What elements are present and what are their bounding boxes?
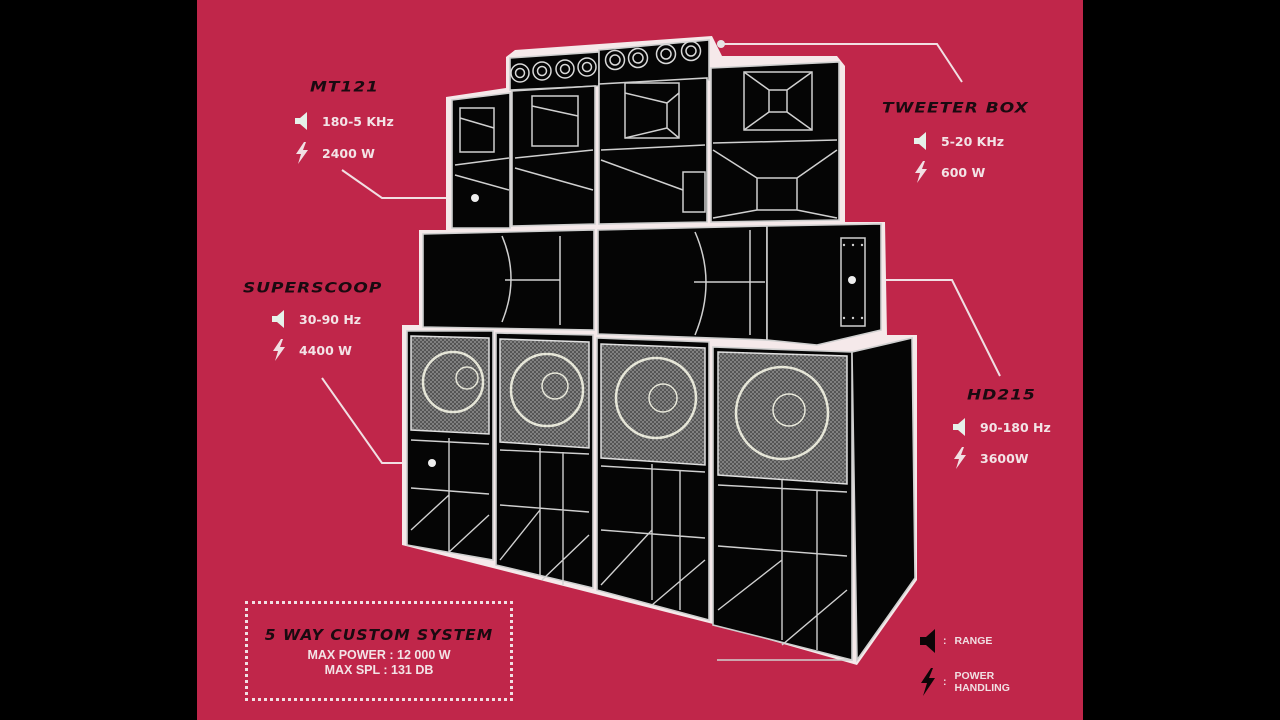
speaker-icon [920, 629, 935, 653]
legend-range-label: RANGE [954, 635, 993, 647]
lightning-icon [296, 142, 308, 164]
mt121-range-value: 180-5 KHz [322, 113, 394, 129]
lightning-icon [921, 668, 935, 696]
superscoop-title: SUPERSCOOP [243, 279, 383, 297]
mt121-power-value: 2400 W [322, 145, 375, 161]
tweeter-box-range-value: 5-20 KHz [941, 133, 1005, 149]
legend-range: : RANGE [919, 628, 992, 654]
legend-separator: : [943, 676, 947, 688]
max-power: MAX POWER : 12 000 W [307, 648, 451, 662]
mt121-title: MT121 [310, 78, 379, 96]
hd215-range: 90-180 Hz [952, 417, 1051, 437]
speaker-stack-illustration [321, 36, 1001, 665]
lightning-icon [954, 447, 966, 469]
system-title: 5 WAY CUSTOM SYSTEM [264, 626, 494, 644]
max-spl: MAX SPL : 131 DB [324, 663, 434, 677]
speaker-icon [272, 310, 284, 328]
tweeter-box-title: TWEETER BOX [882, 99, 1029, 117]
mt121-power: 2400 W [294, 142, 375, 164]
legend-power-label: POWER HANDLING [955, 670, 1010, 694]
hd215-power-value: 3600W [980, 450, 1029, 466]
sound-system-poster: MT121 180-5 KHz 2400 W TWEETER BOX 5-20 … [197, 0, 1083, 720]
legend-power-line2: HANDLING [954, 682, 1010, 694]
system-summary-box: 5 WAY CUSTOM SYSTEM MAX POWER : 12 000 W… [245, 601, 513, 701]
legend-power-line1: POWER [954, 670, 995, 682]
hd215-title: HD215 [967, 386, 1036, 404]
tweeter-box-range: 5-20 KHz [913, 131, 1004, 151]
tweeter-box-power: 600 W [913, 161, 985, 183]
mt121-range: 180-5 KHz [294, 111, 394, 131]
speaker-icon [295, 112, 307, 130]
superscoop-range: 30-90 Hz [271, 309, 361, 329]
speaker-icon [953, 418, 965, 436]
legend-power-handling: : POWER HANDLING [919, 668, 1010, 696]
superscoop-range-value: 30-90 Hz [299, 311, 362, 327]
tweeter-box-power-value: 600 W [941, 164, 986, 180]
superscoop-power: 4400 W [271, 339, 352, 361]
hd215-power: 3600W [952, 447, 1029, 469]
lightning-icon [915, 161, 927, 183]
speaker-icon [914, 132, 926, 150]
hd215-range-value: 90-180 Hz [980, 419, 1051, 435]
lightning-icon [273, 339, 285, 361]
legend-separator: : [943, 635, 947, 647]
superscoop-power-value: 4400 W [299, 342, 352, 358]
